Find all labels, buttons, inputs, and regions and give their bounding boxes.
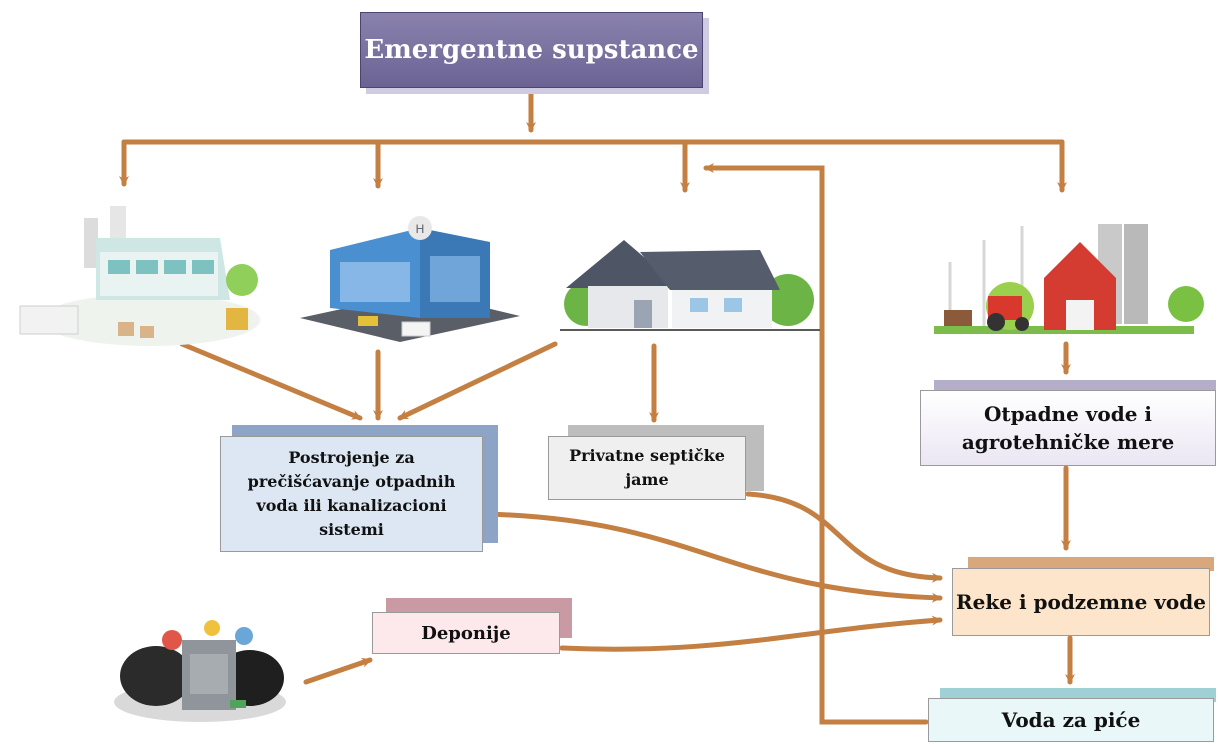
rivers-box-shadow bbox=[968, 557, 1214, 571]
rivers-groundwater-box: Reke i podzemne vode bbox=[952, 568, 1210, 636]
wastewater-treatment-label: Postrojenje za prečišćavanje otpadnih vo… bbox=[247, 448, 456, 539]
agri-wastewater-box: Otpadne vode i agrotehničke mere bbox=[920, 390, 1216, 466]
svg-text:H: H bbox=[416, 222, 425, 236]
septic-tanks-label: Privatne septičke jame bbox=[569, 446, 725, 489]
farm-icon bbox=[934, 224, 1204, 334]
septic-tanks-box: Privatne septičke jame bbox=[548, 436, 746, 500]
arrows bbox=[119, 91, 1075, 725]
landfill-label: Deponije bbox=[421, 622, 511, 644]
landfill-icon bbox=[114, 620, 286, 722]
emergent-substances-label: Emergentne supstance bbox=[364, 35, 699, 65]
hospital-icon: H bbox=[300, 216, 520, 342]
factory-icon bbox=[19, 206, 260, 346]
house-icon bbox=[560, 240, 820, 331]
landfill-box: Deponije bbox=[372, 612, 560, 654]
drinking-water-box: Voda za piće bbox=[928, 698, 1214, 742]
wastewater-treatment-box: Postrojenje za prečišćavanje otpadnih vo… bbox=[220, 436, 483, 552]
agri-wastewater-label: Otpadne vode i agrotehničke mere bbox=[961, 402, 1175, 454]
emergent-substances-box: Emergentne supstance bbox=[360, 12, 703, 88]
rivers-groundwater-label: Reke i podzemne vode bbox=[956, 590, 1206, 614]
drinking-water-label: Voda za piće bbox=[1001, 708, 1141, 732]
